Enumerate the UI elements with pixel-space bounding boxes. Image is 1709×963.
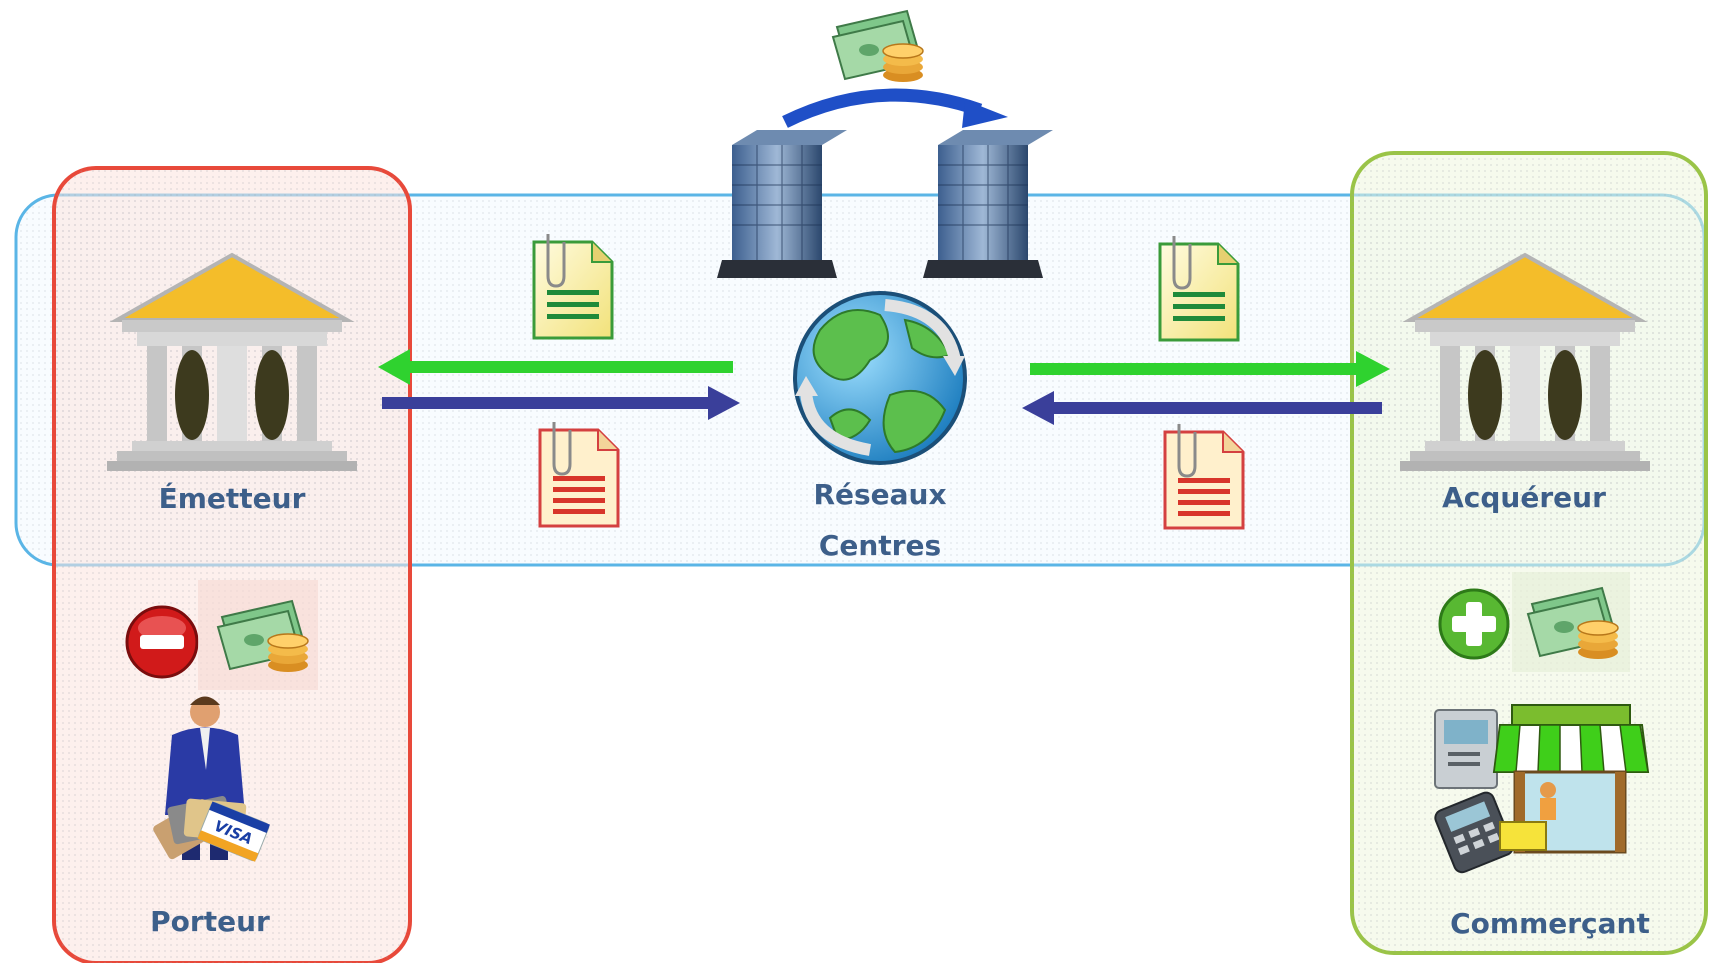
arrow-to-network-right xyxy=(1022,391,1382,425)
plus-icon xyxy=(1438,588,1510,660)
arrow-to-network-left xyxy=(382,386,740,420)
curved-arrow-head xyxy=(962,100,1008,128)
arrow-to-issuer xyxy=(378,349,733,385)
document-icon xyxy=(1158,234,1240,342)
cardholder-label: Porteur xyxy=(150,905,270,938)
issuer-zone xyxy=(52,166,412,963)
document-icon xyxy=(532,232,614,340)
payment-terminal-icon xyxy=(1434,791,1514,874)
atm-icon xyxy=(1434,709,1498,789)
document-icon xyxy=(1163,422,1245,530)
shop-icon xyxy=(1492,704,1650,854)
cardholder-icon: VISA xyxy=(153,696,270,862)
merchant-label: Commerçant xyxy=(1450,907,1650,940)
globe-icon xyxy=(793,291,967,465)
curved-transfer-arrow xyxy=(782,88,983,128)
money-icon xyxy=(832,10,924,83)
minus-icon xyxy=(125,605,199,679)
document-icon xyxy=(538,420,620,528)
acquirer-label: Acquéreur xyxy=(1442,481,1606,514)
issuer-label: Émetteur xyxy=(159,481,306,515)
network-label: Réseaux xyxy=(813,478,946,511)
centers-label: Centres xyxy=(819,529,941,562)
arrow-to-acquirer xyxy=(1030,351,1390,387)
